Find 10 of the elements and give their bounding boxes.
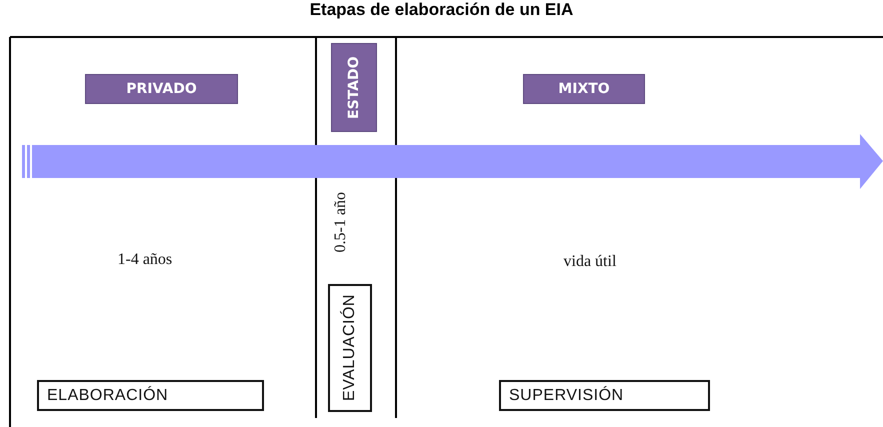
- duration-label: 1-4 años: [118, 251, 172, 269]
- duration-label: vida útil: [564, 253, 616, 271]
- sector-label-box: ESTADO: [331, 43, 377, 132]
- stage-box: EVALUACIÓN: [328, 284, 372, 412]
- duration-label: 0.5-1 año: [332, 192, 350, 252]
- diagram-title: Etapas de elaboración de un EIA: [308, 0, 574, 20]
- stage-box: ELABORACIÓN: [37, 380, 264, 411]
- stage-box: SUPERVISIÓN: [499, 380, 710, 411]
- sector-label-box: MIXTO: [523, 74, 645, 104]
- sector-label-box: PRIVADO: [85, 74, 238, 104]
